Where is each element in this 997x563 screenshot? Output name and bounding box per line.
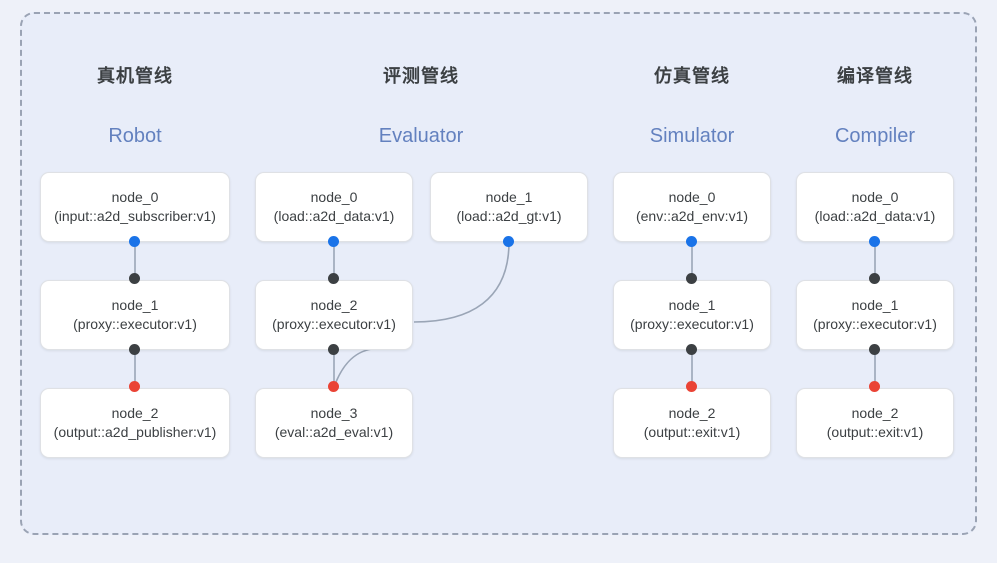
node-evaluator-2[interactable]: node_2 (proxy::executor:v1) [255,280,413,350]
port-output-evaluator-0[interactable] [328,236,339,247]
port-input-evaluator-3[interactable] [328,381,339,392]
node-type: (proxy::executor:v1) [630,316,754,332]
port-output-compiler-1[interactable] [869,344,880,355]
node-robot-1[interactable]: node_1 (proxy::executor:v1) [40,280,230,350]
port-input-compiler-1[interactable] [869,273,880,284]
column-subtitle-compiler: Compiler [834,125,916,147]
node-type: (output::a2d_publisher:v1) [53,424,217,440]
column-title-evaluator: 评测管线 [383,66,459,86]
node-label: node_0 [310,189,358,205]
node-evaluator-0[interactable]: node_0 (load::a2d_data:v1) [255,172,413,242]
node-simulator-2[interactable]: node_2 (output::exit:v1) [613,388,771,458]
node-type: (proxy::executor:v1) [73,316,197,332]
node-label: node_2 [851,405,899,421]
port-output-evaluator-2[interactable] [328,344,339,355]
port-output-robot-1[interactable] [129,344,140,355]
port-input-robot-1[interactable] [129,273,140,284]
column-subtitle-simulator: Simulator [649,125,735,147]
node-label: node_3 [310,405,358,421]
node-type: (env::a2d_env:v1) [635,208,749,224]
port-input-robot-2[interactable] [129,381,140,392]
node-type: (proxy::executor:v1) [813,316,937,332]
port-input-evaluator-2[interactable] [328,273,339,284]
node-label: node_2 [310,297,358,313]
node-type: (eval::a2d_eval:v1) [274,424,394,440]
port-output-simulator-1[interactable] [686,344,697,355]
node-label: node_0 [851,189,899,205]
node-simulator-0[interactable]: node_0 (env::a2d_env:v1) [613,172,771,242]
node-type: (load::a2d_gt:v1) [456,208,562,224]
node-type: (input::a2d_subscriber:v1) [54,208,216,224]
column-title-simulator: 仿真管线 [654,66,730,86]
node-simulator-1[interactable]: node_1 (proxy::executor:v1) [613,280,771,350]
node-type: (load::a2d_data:v1) [273,208,395,224]
column-subtitle-robot: Robot [108,125,162,147]
node-compiler-2[interactable]: node_2 (output::exit:v1) [796,388,954,458]
node-label: node_1 [668,297,716,313]
node-evaluator-1[interactable]: node_1 (load::a2d_gt:v1) [430,172,588,242]
column-title-compiler: 编译管线 [837,66,913,86]
node-robot-0[interactable]: node_0 (input::a2d_subscriber:v1) [40,172,230,242]
port-output-robot-0[interactable] [129,236,140,247]
node-label: node_1 [485,189,533,205]
node-compiler-1[interactable]: node_1 (proxy::executor:v1) [796,280,954,350]
node-type: (output::exit:v1) [643,424,741,440]
node-type: (output::exit:v1) [826,424,924,440]
node-label: node_1 [851,297,899,313]
column-subtitle-evaluator: Evaluator [378,125,464,147]
node-compiler-0[interactable]: node_0 (load::a2d_data:v1) [796,172,954,242]
port-input-compiler-2[interactable] [869,381,880,392]
port-input-simulator-1[interactable] [686,273,697,284]
port-output-compiler-0[interactable] [869,236,880,247]
port-output-simulator-0[interactable] [686,236,697,247]
node-label: node_2 [668,405,716,421]
node-label: node_2 [111,405,159,421]
port-input-simulator-2[interactable] [686,381,697,392]
node-type: (load::a2d_data:v1) [814,208,936,224]
node-label: node_0 [668,189,716,205]
node-type: (proxy::executor:v1) [272,316,396,332]
node-label: node_1 [111,297,159,313]
node-label: node_0 [111,189,159,205]
node-robot-2[interactable]: node_2 (output::a2d_publisher:v1) [40,388,230,458]
port-output-evaluator-1[interactable] [503,236,514,247]
column-title-robot: 真机管线 [97,66,173,86]
node-evaluator-3[interactable]: node_3 (eval::a2d_eval:v1) [255,388,413,458]
